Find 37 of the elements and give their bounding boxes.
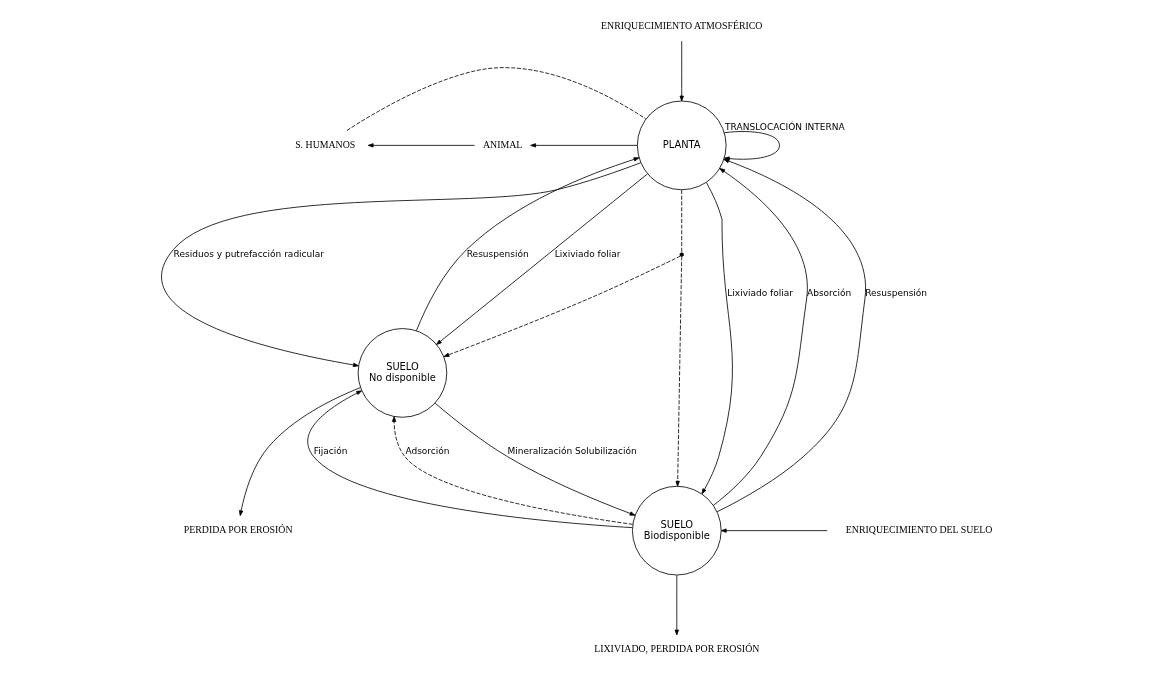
arrow — [391, 416, 634, 525]
node-point — [679, 252, 684, 257]
arrow — [307, 390, 633, 529]
arrow — [367, 143, 475, 148]
arrow — [443, 255, 681, 357]
edge-label: Absorción — [807, 288, 852, 299]
arrow — [675, 256, 683, 487]
node-text: ENRIQUECIMIENTO DEL SUELO — [845, 524, 993, 536]
arrow — [720, 528, 828, 533]
node-text: ENRIQUECIMIENTO ATMOSFÉRICO — [601, 19, 763, 31]
arrow — [239, 387, 361, 517]
edge-label: Resuspensión — [865, 288, 928, 299]
edge-label: Adsorción — [405, 446, 450, 457]
edge-label: Resuspensión — [466, 248, 529, 259]
arrow — [716, 158, 866, 513]
arrow — [415, 157, 640, 332]
node-text: ANIMAL — [482, 138, 523, 150]
arrow — [161, 162, 642, 368]
arrow — [712, 168, 808, 506]
edge-label: Fijación — [313, 446, 348, 457]
edge-label: Residuos y putrefacción radicular — [173, 248, 325, 259]
connector — [681, 189, 683, 254]
arrow — [679, 40, 684, 102]
node-text: S. HUMANOS — [295, 138, 356, 150]
arrow — [530, 143, 638, 148]
arrow — [724, 131, 780, 161]
arrow — [674, 574, 679, 636]
arrow — [436, 173, 648, 345]
edge-label: TRANSLOCACIÓN INTERNA — [725, 122, 845, 133]
connector — [346, 67, 647, 131]
edge-label: Lixiviado foliar — [727, 288, 794, 299]
node-text: LIXIVIADO, PERDIDA POR EROSIÓN — [594, 643, 760, 655]
node-text: PERDIDA POR EROSIÓN — [183, 524, 293, 536]
arrow — [434, 402, 636, 516]
edge-label: Mineralización Solubilización — [507, 446, 637, 457]
arrow — [701, 182, 733, 495]
edge-label: Lixiviado foliar — [554, 248, 621, 259]
